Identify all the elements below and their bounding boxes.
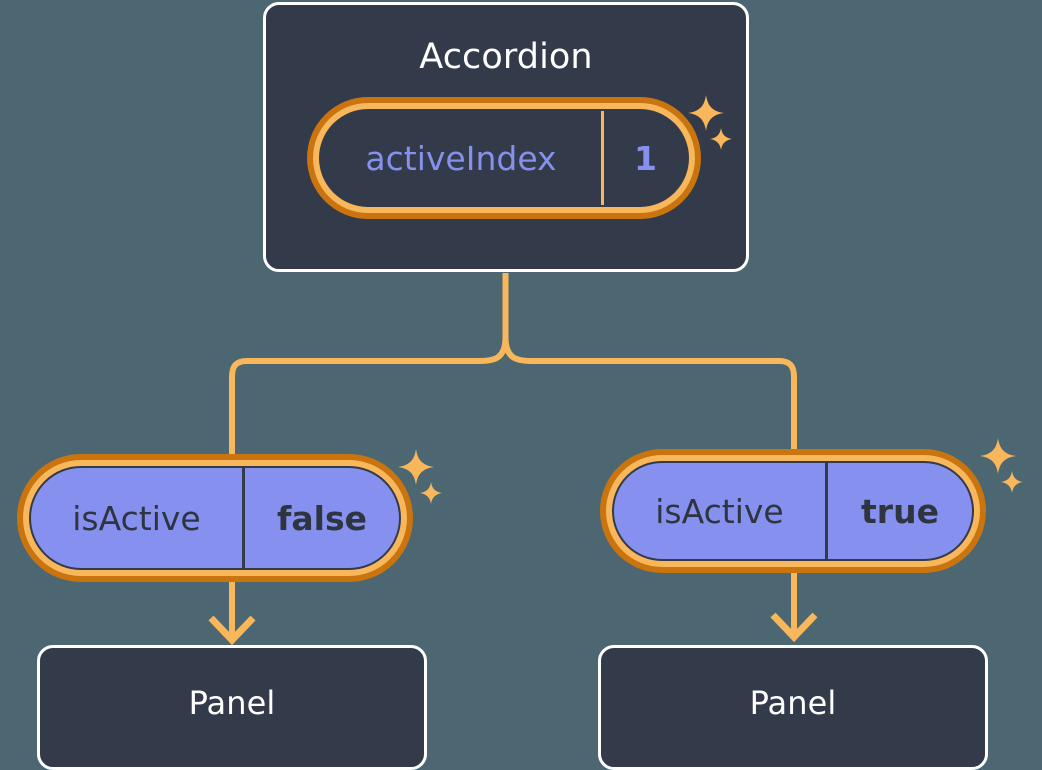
sparkle-icon-accordion-small xyxy=(709,127,733,151)
state-value-isactive-left: false xyxy=(277,498,367,538)
state-pill-ring-inner: activeIndex 1 xyxy=(313,103,695,213)
state-pill-ring-inner: isActive true xyxy=(606,455,980,567)
state-key-isactive-right: isActive xyxy=(614,463,828,559)
accordion-title: Accordion xyxy=(419,37,593,77)
panel-component-box-right[interactable]: Panel xyxy=(598,645,988,770)
arrow-down-icon-left xyxy=(208,615,256,646)
state-pill-ring-inner: isActive false xyxy=(23,460,407,576)
panel-title-right: Panel xyxy=(749,684,837,722)
state-value-activeindex: 1 xyxy=(634,138,657,178)
arrow-down-icon-right xyxy=(770,612,818,643)
state-pill-activeindex[interactable]: activeIndex 1 xyxy=(307,97,701,219)
state-pill-body: isActive true xyxy=(612,461,974,561)
state-pill-body: isActive false xyxy=(29,466,401,570)
panel-component-box-left[interactable]: Panel xyxy=(37,645,427,770)
state-value-isactive-right: true xyxy=(861,491,939,531)
wire-branch-right xyxy=(502,336,797,451)
state-key-isactive-left: isActive xyxy=(31,468,245,568)
panel-title-left: Panel xyxy=(188,684,276,722)
state-pill-isactive-right[interactable]: isActive true xyxy=(600,449,986,573)
state-key-activeindex: activeIndex xyxy=(321,111,604,205)
state-pill-isactive-left[interactable]: isActive false xyxy=(17,454,413,582)
wire-branch-left xyxy=(229,336,509,455)
state-pill-body: activeIndex 1 xyxy=(319,109,689,207)
